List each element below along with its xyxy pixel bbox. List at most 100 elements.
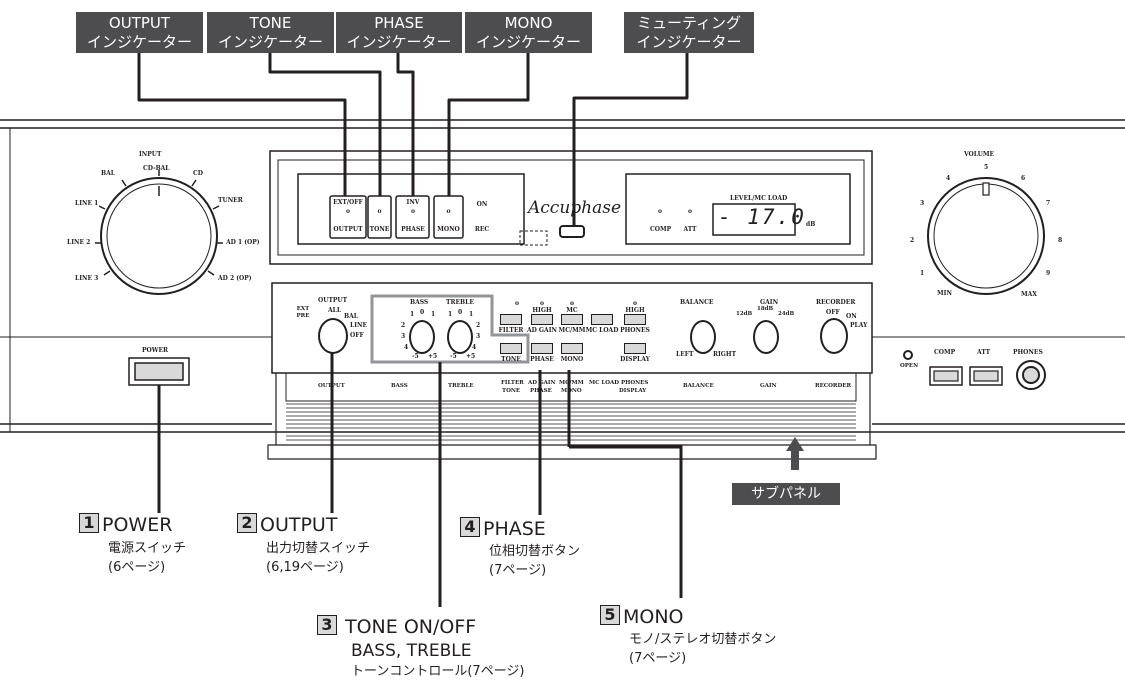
comp-button[interactable] [930, 367, 962, 385]
volume-min-label: MIN [937, 290, 952, 297]
open-led [903, 350, 913, 360]
led: o [345, 208, 350, 215]
gain-knob[interactable] [753, 320, 779, 354]
scale-label: 0 [458, 309, 463, 316]
gain-12db-label: 12dB [736, 311, 753, 317]
scale-label: 1 [410, 311, 415, 318]
balance-knob[interactable] [690, 320, 716, 354]
led: o [569, 300, 574, 307]
subpanel-tag: サブパネル [732, 483, 840, 505]
scale-label: -5 [450, 353, 457, 360]
strip-recorder: RECORDER [815, 383, 852, 389]
callout-number: 1 [79, 513, 99, 533]
level-readout: - 17.0 [718, 205, 806, 229]
gain-24db-label: 24dB [778, 311, 795, 317]
input-title: INPUT [139, 151, 162, 158]
strip-output: OUTPUT [318, 383, 345, 389]
left-label: LEFT [676, 351, 694, 358]
phase-button[interactable] [531, 343, 553, 354]
power-button[interactable] [129, 358, 189, 385]
callout-number: 4 [460, 517, 480, 537]
scale-label: -5 [412, 353, 419, 360]
inv-label: INV [406, 199, 420, 206]
ad-gain-label: AD GAIN [526, 327, 558, 334]
callout-sub: 位相切替ボタン [489, 544, 581, 559]
bass-knob[interactable] [409, 320, 435, 354]
tone-led-label: TONE [369, 226, 390, 233]
phase-led-label: PHASE [401, 226, 425, 233]
phones-button[interactable] [624, 314, 646, 325]
callout-sub: トーンコントロール(7ページ) [351, 664, 525, 679]
input-pos-line2: LINE 2 [67, 239, 91, 246]
led: o [632, 300, 637, 307]
scale-label: 0 [420, 309, 425, 316]
input-pos-ad1: AD 1 (OP) [226, 239, 260, 246]
volume-title: VOLUME [964, 151, 995, 158]
callout-title-power: POWER [102, 514, 173, 536]
bal-label: BAL [344, 313, 358, 320]
display-button[interactable] [624, 343, 646, 354]
rec-label: REC [474, 226, 490, 233]
input-pos-ad2: AD 2 (OP) [218, 275, 252, 282]
high-label: HIGH [625, 307, 645, 314]
output-led-label: OUTPUT [333, 226, 363, 233]
att-button-label: ATT [977, 349, 991, 356]
volume-max-label: MAX [1021, 291, 1037, 298]
callout-title-mono: MONO [623, 606, 684, 628]
recorder-label: RECORDER [816, 299, 856, 306]
callout-sub: (7ページ) [629, 651, 687, 666]
att-button[interactable] [970, 367, 1002, 385]
mc-mm-label: MC/MM [558, 327, 586, 334]
volume-tick: 7 [1046, 200, 1051, 207]
led: o [657, 208, 662, 215]
mc-label: MC [566, 307, 578, 314]
strip-mc-mm: MC/MM [559, 380, 584, 386]
input-pos-line3: LINE 3 [75, 275, 99, 282]
strip-mono: MONO [561, 388, 582, 394]
strip-phase: PHASE [530, 388, 552, 394]
tone-button[interactable] [500, 343, 522, 354]
ext-pre-label: EXT PRE [296, 306, 310, 319]
filter-label: FILTER [498, 327, 524, 334]
strip-phones: PHONES [621, 380, 649, 386]
strip-ad-gain: AD GAIN [528, 380, 556, 386]
mono-button[interactable] [561, 343, 583, 354]
gain-18db-label: 18dB [757, 306, 774, 312]
led: o [514, 300, 519, 307]
phones-jack[interactable] [1017, 361, 1045, 389]
input-selector-knob[interactable] [101, 178, 217, 294]
mc-load-button[interactable] [591, 314, 613, 325]
scale-label: 4 [472, 344, 477, 351]
scale-label: 3 [476, 333, 481, 340]
power-label: POWER [142, 347, 169, 354]
volume-tick: 9 [1046, 270, 1051, 277]
volume-tick: 1 [920, 270, 925, 277]
input-pos-bal: BAL [101, 170, 115, 177]
accuphase-logo: Accuphase [528, 198, 622, 218]
recorder-on-label: ON [846, 313, 857, 320]
mc-mm-button[interactable] [561, 314, 583, 325]
scale-label: 1 [469, 311, 474, 318]
volume-tick: 2 [910, 237, 915, 244]
recorder-knob[interactable] [820, 318, 848, 354]
input-pos-cd-bal: CD-BAL [143, 165, 170, 172]
callout-sub: (6ページ) [108, 560, 166, 575]
led: o [687, 208, 692, 215]
filter-button[interactable] [500, 314, 522, 325]
on-label: ON [476, 201, 488, 208]
gain-label: GAIN [760, 299, 779, 306]
volume-knob[interactable] [928, 178, 1044, 294]
callout-sub: 出力切替スイッチ [266, 541, 371, 556]
scale-label: 4 [404, 344, 409, 351]
scale-label: 1 [431, 311, 436, 318]
led: o [377, 208, 382, 215]
strip-treble: TREBLE [448, 383, 474, 389]
input-pos-tuner: TUNER [218, 197, 243, 204]
comp-led-label: COMP [650, 226, 672, 233]
ad-gain-button[interactable] [531, 314, 553, 325]
strip-bass: BASS [391, 383, 408, 389]
output-selector-knob[interactable] [318, 318, 348, 354]
treble-knob[interactable] [447, 320, 473, 354]
